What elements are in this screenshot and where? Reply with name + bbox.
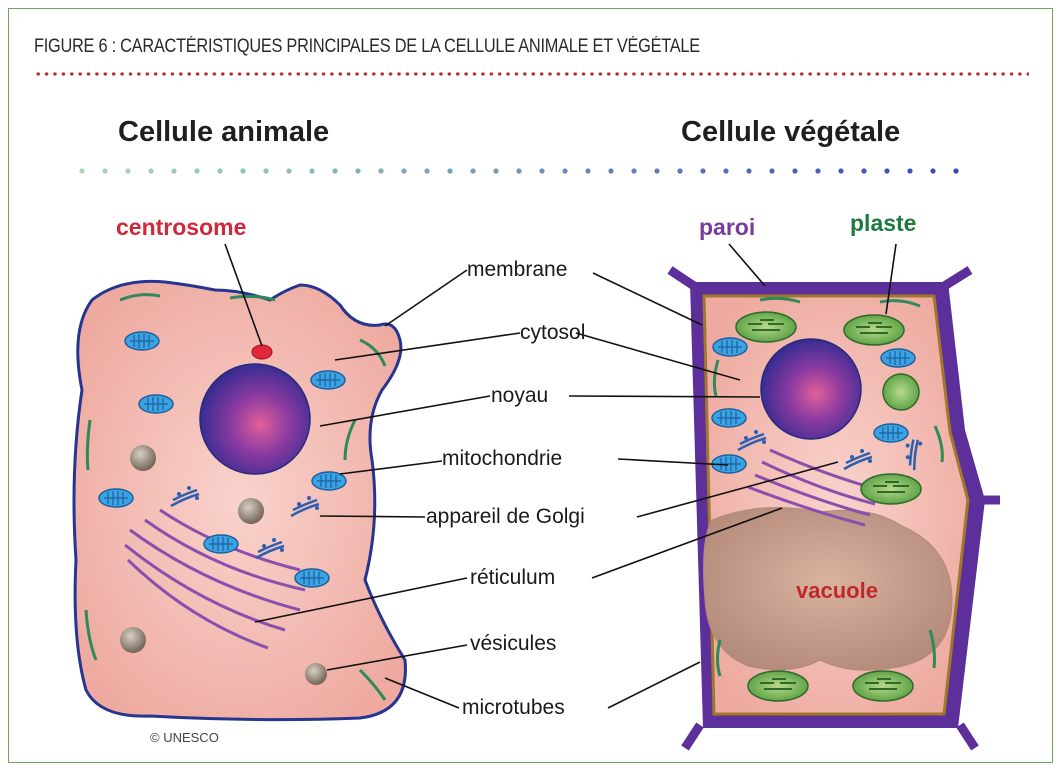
label-golgi: appareil de Golgi xyxy=(426,505,585,529)
plant-cell-heading: Cellule végétale xyxy=(681,116,900,149)
label-mitochondrie: mitochondrie xyxy=(442,447,562,471)
animal-nucleus xyxy=(200,364,310,474)
animal-cell xyxy=(74,281,405,719)
animal-cell-heading: Cellule animale xyxy=(118,116,329,149)
label-microtubes: microtubes xyxy=(462,696,565,720)
label-cytosol: cytosol xyxy=(520,321,585,345)
label-paroi: paroi xyxy=(699,214,755,241)
label-membrane: membrane xyxy=(467,258,567,282)
label-reticulum: réticulum xyxy=(470,566,555,590)
label-plaste: plaste xyxy=(850,210,916,237)
copyright: © UNESCO xyxy=(150,730,219,745)
heading-dotted-rule xyxy=(79,168,958,173)
plant-nucleus xyxy=(761,339,861,439)
centrosome-dot xyxy=(252,345,272,359)
label-noyau: noyau xyxy=(491,384,548,408)
label-centrosome: centrosome xyxy=(116,214,246,241)
label-vacuole: vacuole xyxy=(796,578,878,604)
label-vesicules: vésicules xyxy=(470,632,556,656)
plant-cell xyxy=(670,270,1000,748)
